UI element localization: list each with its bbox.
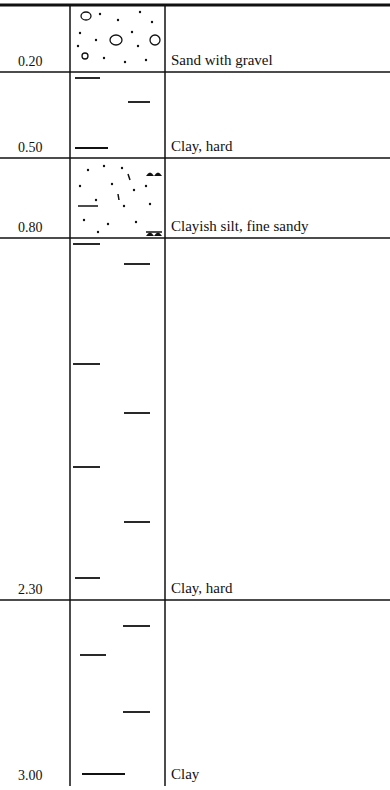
depth-value: 0.50 (18, 140, 43, 155)
depth-value: 0.80 (18, 220, 43, 235)
layer-band: Clayish silt, fine sandy (166, 158, 388, 238)
layer-description: Sand with gravel (171, 52, 384, 69)
layer-description: Clay, hard (171, 580, 384, 597)
layer-description: Clay, hard (171, 138, 384, 155)
gravel-symbol (81, 12, 160, 59)
sand-dots (77, 11, 153, 63)
depth-value: 3.00 (18, 768, 43, 783)
layer-band: Clay, hard (166, 72, 388, 158)
clay-dashes (73, 78, 150, 774)
layer-band: Clay, hard (166, 238, 388, 600)
layer-band: Sand with gravel (166, 5, 388, 72)
silt-symbol (78, 165, 162, 236)
depth-value: 2.30 (18, 582, 43, 597)
depth-value: 0.20 (18, 54, 43, 69)
layer-band: Clay (166, 600, 388, 786)
layer-description: Clay (171, 766, 384, 783)
log-frame (0, 5, 390, 786)
layer-description: Clayish silt, fine sandy (171, 218, 384, 235)
